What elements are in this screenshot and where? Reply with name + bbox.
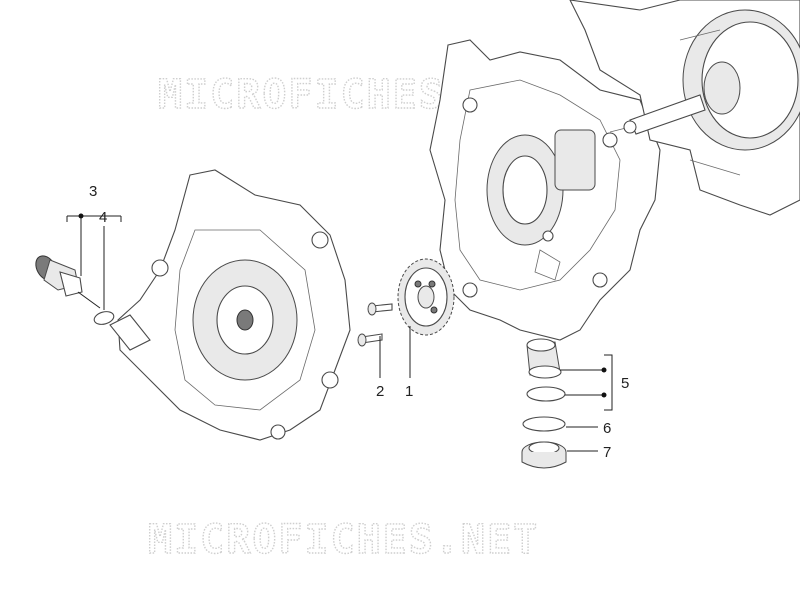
oil-filter-assembly <box>526 338 566 402</box>
callout-dot-5b <box>601 392 607 398</box>
oil-pump-gear <box>397 258 455 336</box>
callout-7: 7 <box>603 444 611 461</box>
callout-6: 6 <box>603 420 611 437</box>
callout-5: 5 <box>621 375 629 392</box>
callout-dot-5a <box>601 367 607 373</box>
callout-3: 3 <box>89 183 97 200</box>
engine-flywheel-assembly <box>569 0 800 216</box>
callout-4: 4 <box>99 209 107 226</box>
watermark-bottom: MICROFICHES.NET <box>148 517 539 563</box>
dipstick-assembly <box>35 255 101 309</box>
callout-dot-3 <box>78 213 84 219</box>
callout-1: 1 <box>405 383 413 400</box>
plug-o-ring <box>522 416 566 432</box>
side-cover <box>109 169 351 441</box>
screws <box>357 302 393 347</box>
callout-2: 2 <box>376 383 384 400</box>
dipstick-o-ring <box>93 311 115 325</box>
callout-leaders <box>66 215 613 452</box>
crankcase-right-half <box>429 39 661 341</box>
drain-plug <box>521 441 567 469</box>
